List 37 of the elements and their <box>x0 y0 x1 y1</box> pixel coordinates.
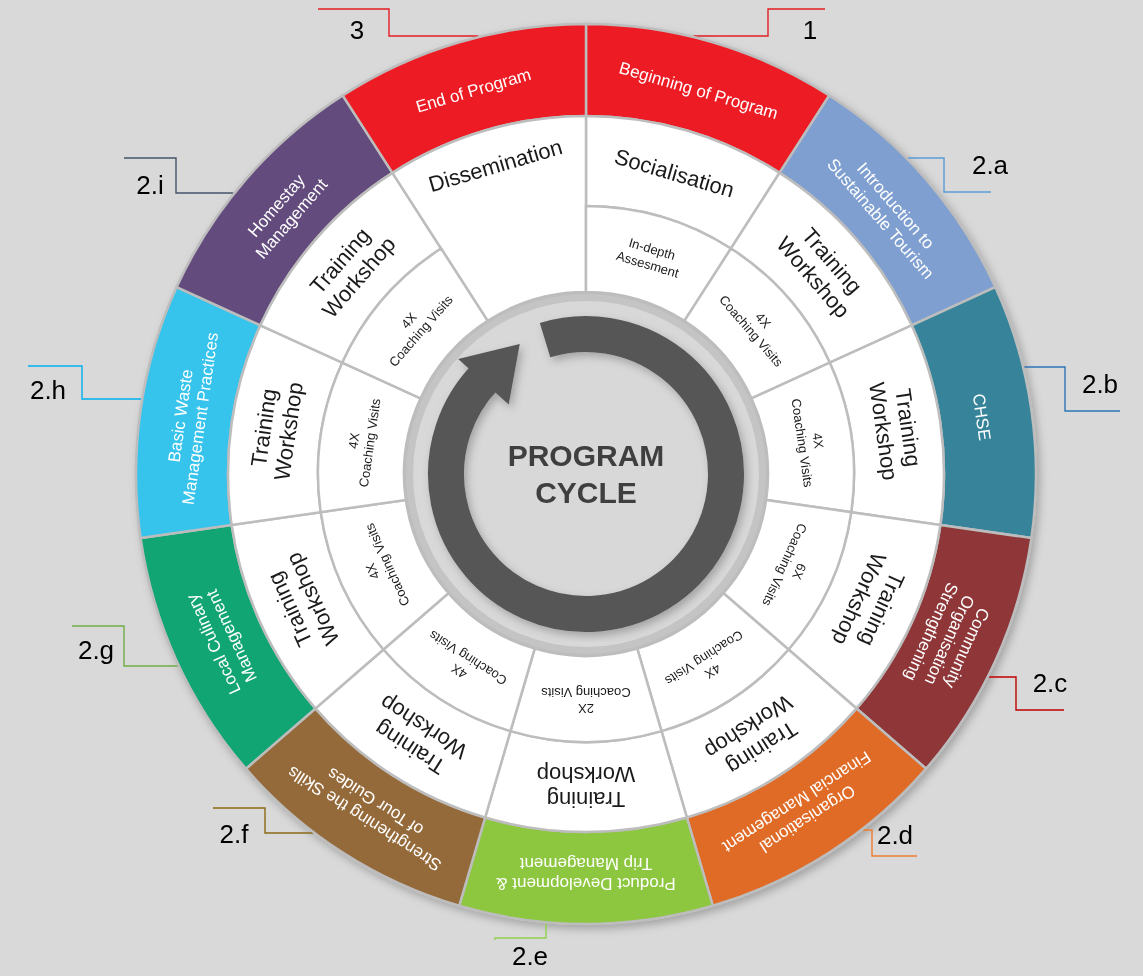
leader-line <box>692 8 826 37</box>
leader-line <box>1023 366 1121 412</box>
segment-label: Basic Waste Management Practices <box>164 330 224 508</box>
callout-number: 2.g <box>77 637 115 663</box>
segment-label: Training Workshop <box>863 379 928 484</box>
segment-label: 4X <box>702 660 724 683</box>
callout-number: 2.e <box>511 943 549 969</box>
segment-label: 2X <box>578 700 594 717</box>
segment-label: 4X <box>808 431 827 450</box>
center-title: PROGRAM CYCLE <box>506 437 666 511</box>
callout-number: 3 <box>349 17 365 43</box>
leader-line <box>123 157 234 194</box>
leader-line <box>317 8 480 37</box>
segment-label: End of Program <box>413 65 534 118</box>
leader-line <box>27 365 142 400</box>
segment-label: 4X <box>345 431 363 450</box>
callout-number: 2.c <box>1032 670 1068 696</box>
callout-number: 2.f <box>219 821 249 847</box>
leader-line <box>907 157 992 193</box>
coaching-segment <box>509 647 663 743</box>
segment-label: Product Development & Trip Management <box>496 853 676 893</box>
leader-line <box>494 922 547 941</box>
segment-label: CHSE <box>967 392 994 442</box>
segment-label: Training Workshop <box>244 379 309 484</box>
callout-number: 2.h <box>29 377 67 403</box>
segment-label: Coaching Visits <box>541 684 631 700</box>
leader-line <box>212 807 314 834</box>
leader-line <box>862 829 918 857</box>
callout-number: 2.b <box>1081 371 1119 397</box>
leader-line <box>71 625 179 667</box>
segment-label: 4X <box>362 561 383 582</box>
callout-number: 2.i <box>136 172 164 198</box>
callout-number: 1 <box>802 17 818 43</box>
callout-number: 2.d <box>876 822 914 848</box>
leader-line <box>988 676 1065 711</box>
callout-number: 2.a <box>971 152 1009 178</box>
segment-label: Training Workshop <box>535 761 637 813</box>
